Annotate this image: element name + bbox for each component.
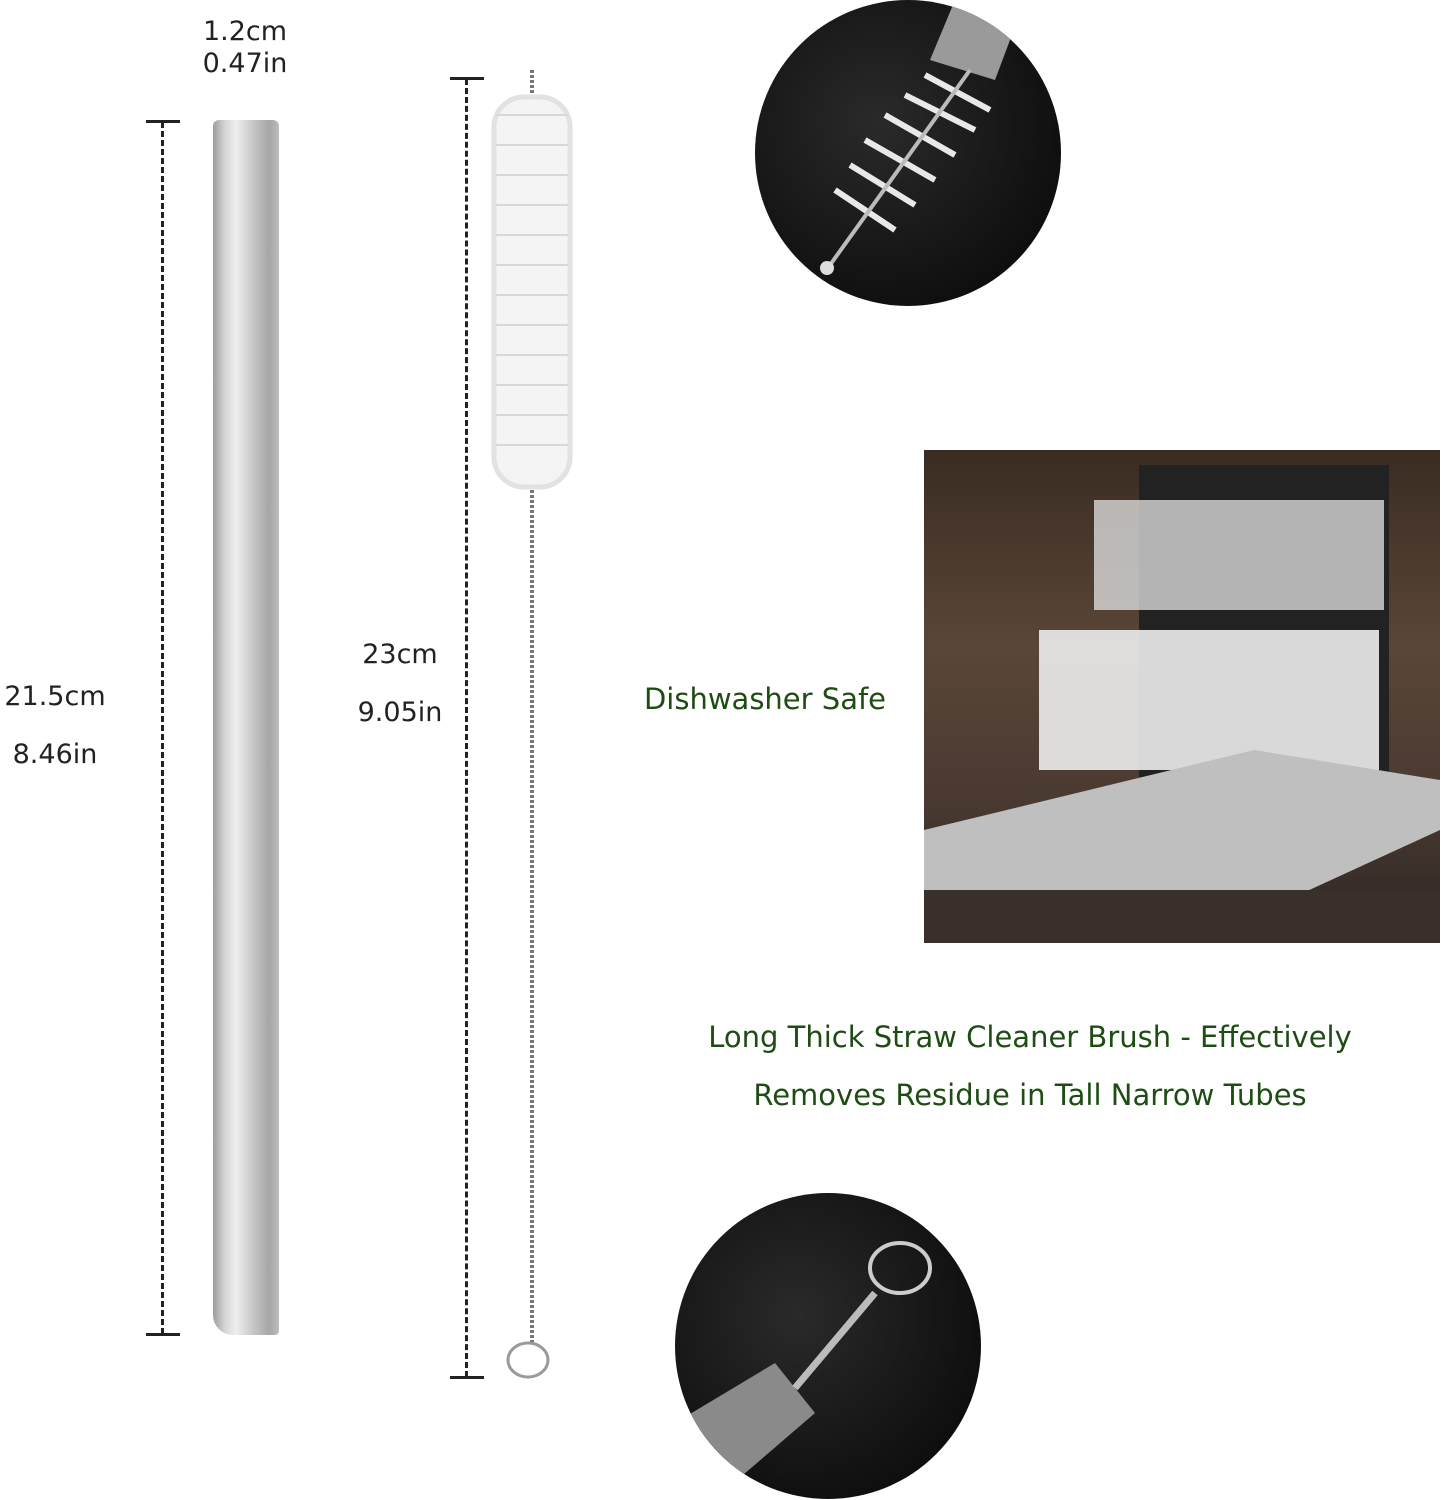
straw-dimension-cap-top bbox=[146, 120, 180, 123]
metal-straw-image bbox=[213, 120, 279, 1335]
brush-length-cm: 23cm bbox=[362, 639, 438, 670]
straw-width-label: 1.2cm 0.47in bbox=[180, 16, 310, 80]
brush-loop-closeup-drawing bbox=[675, 1241, 932, 1499]
brush-length-in: 9.05in bbox=[357, 697, 443, 728]
straw-length-label: 21.5cm 8.46in bbox=[0, 668, 110, 784]
straw-width-cm: 1.2cm bbox=[202, 16, 288, 47]
brush-dimension-cap-bottom bbox=[450, 1376, 484, 1379]
cleaning-brush-image bbox=[491, 70, 573, 1379]
straw-width-in: 0.47in bbox=[202, 48, 288, 79]
brush-head-closeup-image bbox=[755, 0, 1061, 306]
brush-length-label: 23cm 9.05in bbox=[350, 626, 450, 742]
dishwasher-safe-caption: Dishwasher Safe bbox=[643, 682, 887, 716]
dishwasher-photo bbox=[924, 450, 1440, 943]
straw-length-cm: 21.5cm bbox=[4, 681, 106, 712]
brush-caption-line-2: Removes Residue in Tall Narrow Tubes bbox=[753, 1078, 1307, 1112]
brush-head-closeup-drawing bbox=[820, 0, 1025, 275]
straw-dimension-line bbox=[161, 122, 164, 1334]
brush-dimension-cap-top bbox=[450, 77, 484, 80]
brush-caption-line-1: Long Thick Straw Cleaner Brush - Effecti… bbox=[708, 1020, 1352, 1054]
straw-dimension-cap-bottom bbox=[146, 1333, 180, 1336]
straw-length-in: 8.46in bbox=[12, 739, 98, 770]
brush-loop-closeup-image bbox=[675, 1193, 981, 1499]
dishwasher-drawing bbox=[924, 465, 1440, 943]
brush-dimension-line bbox=[465, 79, 468, 1377]
